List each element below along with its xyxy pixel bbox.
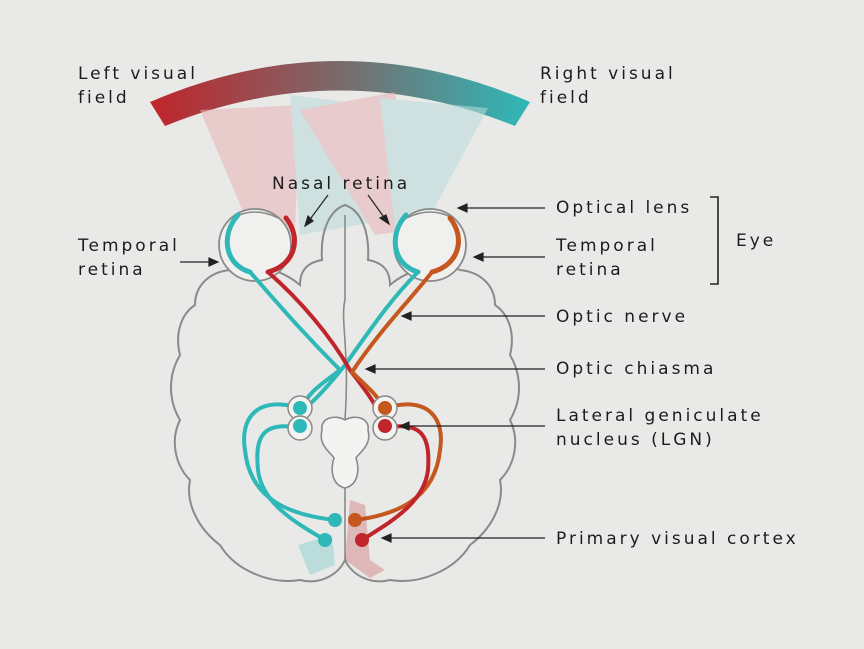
eye-label: Eye [736,231,777,251]
visual-field-arc [150,61,530,126]
brain-midline [342,215,348,560]
left-eye [218,208,297,282]
label-arrows [180,194,545,543]
right-eye-temporal-retina [429,215,461,275]
optic-chiasma-label: Optic chiasma [556,359,717,379]
eye-bracket [710,196,719,285]
primary-visual-cortex-label: Primary visual cortex [556,529,799,549]
brainstem [320,416,370,489]
lgn-nodes [287,395,398,441]
right-eye-nasal-retina [392,212,421,275]
right-eye [392,208,467,282]
nasal-retina-label: Nasal retina [272,174,411,194]
visual-cortex-areas [298,500,385,578]
optical-lens-label: Optical lens [556,198,693,218]
left-eye-temporal-retina [224,212,253,275]
optic-nerve-label: Optic nerve [556,307,689,327]
left-eye-nasal-retina [265,215,297,275]
